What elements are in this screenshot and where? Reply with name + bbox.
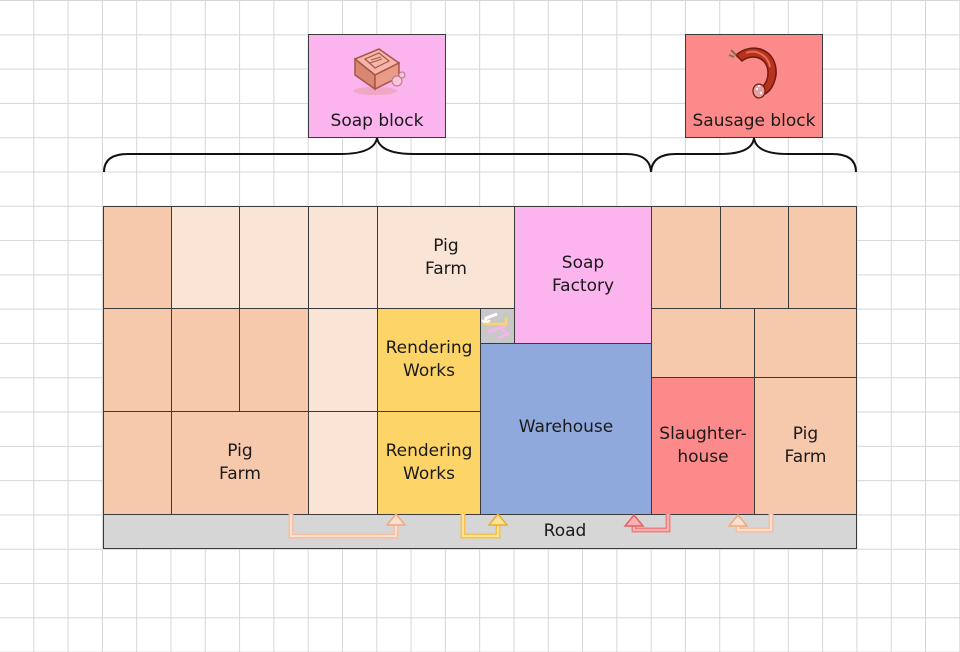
warehouse-label: Warehouse: [518, 416, 614, 437]
soap-factory-label: Soap Factory: [551, 253, 615, 296]
pig-farm-plot: [651, 206, 721, 309]
pig-farm-right: Pig Farm: [754, 377, 857, 515]
pig-farm-bottom-left: Pig Farm: [171, 411, 309, 515]
rendering-works-1: Rendering Works: [377, 308, 481, 412]
route-arrow-icon: [727, 513, 774, 533]
pig-farm-plot: [239, 308, 309, 412]
pig-farm-plot: [103, 206, 172, 309]
slaughterhouse-label: Slaughter- house: [659, 424, 747, 467]
pig-farm-plot: [308, 308, 378, 412]
road-label: Road: [543, 521, 587, 541]
sausage-icon: [722, 41, 786, 105]
soap-bar-icon: [345, 41, 409, 101]
slaughterhouse: Slaughter- house: [651, 377, 755, 515]
route-arrow-icon: [623, 513, 671, 533]
road: Road: [103, 514, 857, 549]
pig-farm-plot: [103, 308, 172, 412]
rendering-works-2-label: Rendering Works: [385, 441, 473, 484]
soap-block-card: Soap block: [308, 34, 446, 138]
pig-farm-plot: [171, 206, 240, 309]
soap-block-label: Soap block: [330, 111, 424, 131]
route-arrow-icon: [288, 512, 407, 539]
soap-factory: Soap Factory: [514, 206, 652, 344]
pig-farm-bottom-left-label: Pig Farm: [219, 441, 261, 484]
pig-farm-plot: [103, 411, 172, 515]
route-arrow-icon: [460, 512, 509, 539]
rendering-works-2: Rendering Works: [377, 411, 481, 515]
transfer-connector: [480, 308, 515, 344]
sausage-block-label: Sausage block: [692, 111, 816, 131]
pig-farm-top-label: Pig Farm: [425, 235, 467, 279]
transfer-arrow-icon: [481, 312, 511, 340]
pig-farm-plot: [308, 411, 378, 515]
rendering-works-1-label: Rendering Works: [385, 338, 473, 381]
pig-farm-right-label: Pig Farm: [784, 424, 827, 467]
pig-farm-plot: [171, 308, 240, 412]
sausage-block-card: Sausage block: [685, 34, 823, 138]
